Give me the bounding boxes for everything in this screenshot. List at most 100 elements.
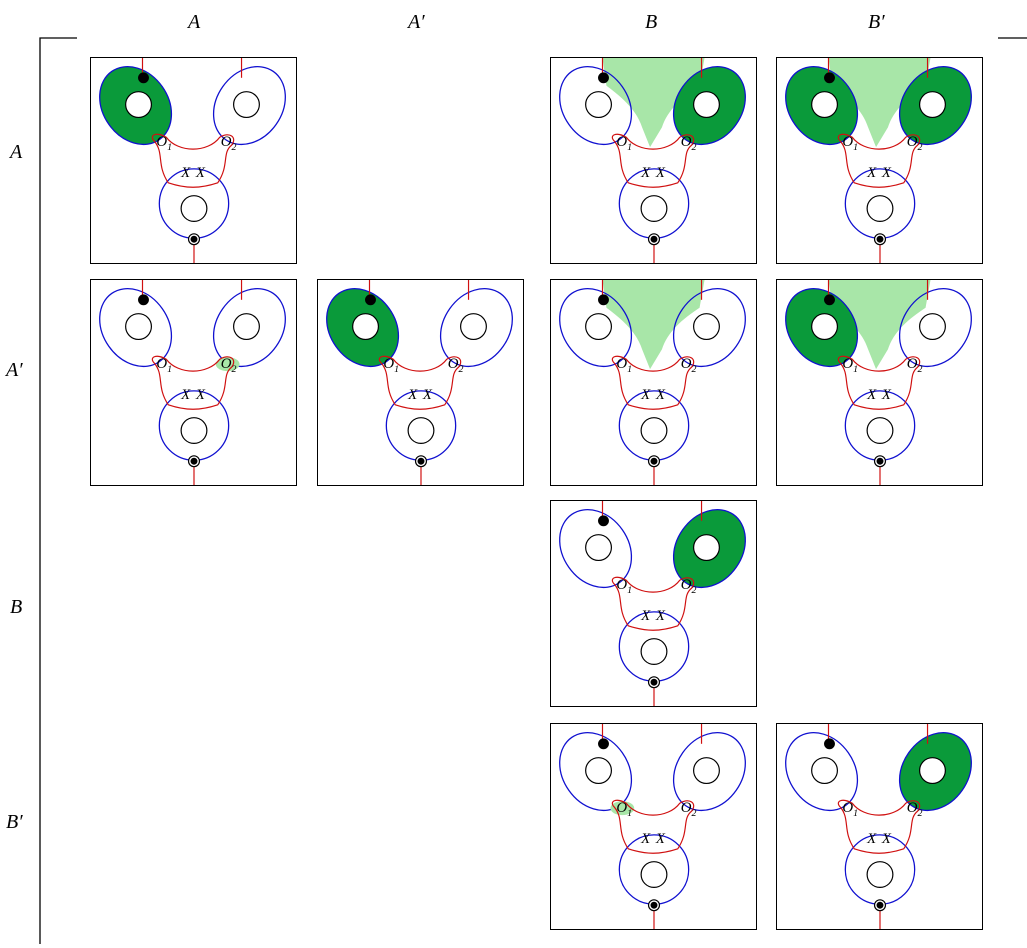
red-loop (151, 133, 235, 188)
left-hole (585, 91, 613, 119)
bottom-marker-core (190, 457, 198, 465)
xx-label: X X (640, 831, 666, 847)
red-loop (378, 355, 462, 410)
right-hole (919, 757, 946, 785)
right-loop (898, 288, 972, 368)
xx-label: X X (407, 387, 433, 403)
left-hole (125, 91, 153, 119)
column-label-A-prime: A′ (408, 11, 425, 33)
bottom-hole (640, 417, 668, 444)
left-hole (352, 313, 380, 341)
bottom-marker-core (417, 457, 425, 465)
bottom-hole (180, 195, 208, 222)
bottom-marker-core (876, 457, 884, 465)
right-hole (460, 313, 487, 341)
left-loop (559, 288, 633, 368)
top-marker (598, 738, 609, 750)
bottom-hole (866, 195, 894, 222)
o2-label: O2 (221, 134, 237, 153)
right-hole (919, 313, 946, 341)
xx-label: X X (866, 387, 892, 403)
row-label-A-prime: A′ (6, 359, 23, 381)
top-marker (824, 738, 835, 750)
column-label-B-prime: B′ (868, 11, 885, 33)
o2-label: O2 (681, 800, 697, 819)
o1-shaded (610, 801, 635, 816)
xx-label: X X (640, 387, 666, 403)
bottom-marker-core (650, 457, 658, 465)
right-hole (693, 91, 720, 119)
right-hole (919, 91, 946, 119)
xx-label: X X (866, 831, 892, 847)
cell-Ap-Bp: O1 O2 X X (776, 279, 983, 486)
bottom-marker-core (876, 235, 884, 243)
bottom-hole (180, 417, 208, 444)
top-marker (138, 72, 149, 84)
xx-label: X X (180, 165, 206, 181)
red-loop (611, 133, 695, 188)
bottom-hole (866, 861, 894, 888)
left-hole (585, 313, 613, 341)
bottom-marker-core (650, 678, 658, 686)
column-label-A: A (188, 11, 201, 33)
left-bracket (39, 37, 77, 944)
row-label-A: A (10, 141, 23, 163)
left-hole (585, 534, 613, 562)
cell-A-A: O1 O2 X X (90, 57, 297, 264)
bottom-hole (640, 638, 668, 665)
left-hole (811, 313, 839, 341)
left-hole (811, 757, 839, 785)
top-marker (598, 294, 609, 306)
shaded-region (828, 280, 931, 370)
red-loop (151, 355, 235, 410)
red-loop (611, 355, 695, 410)
right-hole (693, 757, 720, 785)
o2-label: O2 (907, 356, 923, 375)
column-label-B: B (645, 11, 658, 33)
xx-label: X X (640, 608, 666, 624)
red-loop (837, 133, 921, 188)
right-loop (212, 66, 286, 146)
cell-Bp-Bp: O1 O2 X X (776, 723, 983, 930)
bottom-hole (640, 861, 668, 888)
top-marker (598, 72, 609, 84)
bottom-marker-core (876, 901, 884, 909)
cell-A-B: O1 O2 X X (550, 57, 757, 264)
right-hole (693, 534, 720, 562)
bottom-marker-core (650, 235, 658, 243)
xx-label: X X (640, 165, 666, 181)
right-loop (439, 288, 513, 368)
red-loop (611, 576, 695, 631)
top-marker (824, 72, 835, 84)
bottom-hole (640, 195, 668, 222)
top-marker (138, 294, 149, 306)
top-marker (598, 515, 609, 527)
bottom-hole (407, 417, 435, 444)
xx-label: X X (180, 387, 206, 403)
left-loop (559, 509, 633, 589)
right-loop (672, 288, 746, 368)
left-hole (585, 757, 613, 785)
cell-Bp-B: O1 O2 X X (550, 723, 757, 930)
red-loop (611, 799, 695, 854)
top-marker (365, 294, 376, 306)
red-loop (837, 799, 921, 854)
right-hole (233, 313, 260, 341)
left-loop (785, 732, 859, 812)
shaded-region (602, 58, 705, 148)
right-hole (233, 91, 260, 119)
shaded-region (828, 58, 931, 148)
left-loop (99, 288, 173, 368)
top-marker (824, 294, 835, 306)
cell-B-B: O1 O2 X X (550, 500, 757, 707)
left-loop (559, 66, 633, 146)
row-label-B: B (10, 596, 23, 618)
right-loop (672, 732, 746, 812)
bottom-marker-core (190, 235, 198, 243)
o2-label: O2 (448, 356, 464, 375)
bottom-marker-core (650, 901, 658, 909)
shaded-region (602, 280, 705, 370)
cell-A-Bp: O1 O2 X X (776, 57, 983, 264)
o2-label: O2 (681, 356, 697, 375)
bottom-hole (866, 417, 894, 444)
